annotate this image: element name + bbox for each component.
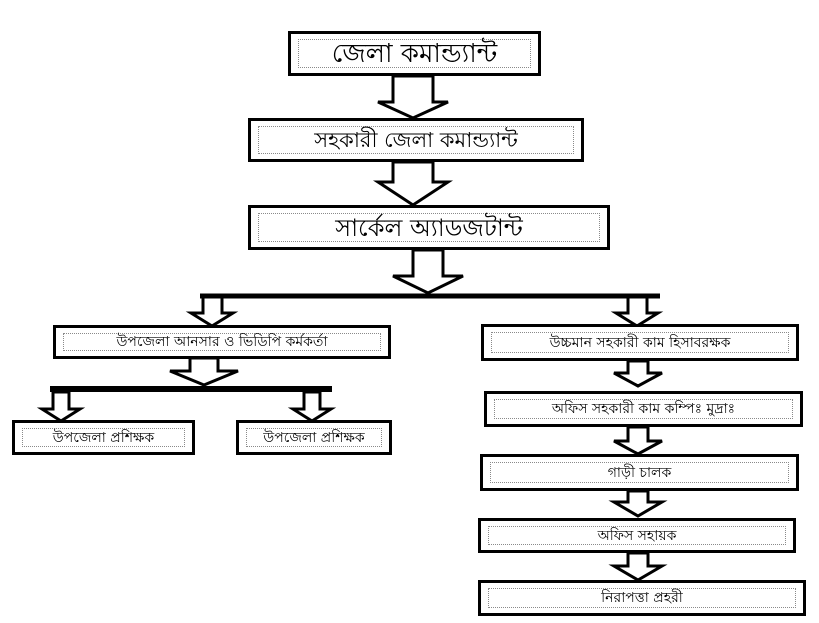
node-label: উচ্চমান সহকারী কাম হিসাবরক্ষক [549,334,731,351]
node-label: অফিস সহায়ক [597,527,677,544]
node-label: অফিস সহকারী কাম কম্পিঃ মুদ্রাঃ [551,401,736,417]
node-label: সহকারী জেলা কমান্ড্যান্ট [314,127,518,152]
down-arrow-icon [392,248,464,295]
node-assistant-district-commandant: সহকারী জেলা কমান্ড্যান্ট [248,118,584,162]
node-upazila-trainer-right: উপজেলা প্রশিক্ষক [236,420,392,455]
node-label: উপজেলা প্রশিক্ষক [263,429,365,446]
down-arrow-icon [608,489,668,518]
node-label: গাড়ী চালক [607,464,672,481]
node-label: উপজেলা প্রশিক্ষক [52,429,155,446]
node-upazila-officer: উপজেলা আনসার ও ভিডিপি কর্মকর্তা [53,325,391,359]
down-arrow-icon [613,425,663,456]
down-arrow-icon [169,356,239,387]
node-upazila-trainer-left: উপজেলা প্রশিক্ষক [12,420,195,455]
node-label: সার্কেল অ্যাডজটান্ট [335,213,523,242]
node-accountant: উচ্চমান সহকারী কাম হিসাবরক্ষক [481,324,799,361]
down-arrow-icon [377,74,449,120]
down-arrow-icon [608,551,668,582]
node-driver: গাড়ী চালক [480,454,799,491]
down-arrow-icon [610,295,664,328]
down-arrow-icon [185,295,239,328]
node-office-helper: অফিস সহায়ক [478,518,796,553]
node-security-guard: নিরাপত্তা প্রহরী [478,580,806,616]
down-arrow-icon [372,160,454,207]
down-arrow-icon [36,390,86,423]
down-arrow-icon [287,390,337,423]
node-label: নিরাপত্তা প্রহরী [601,590,683,606]
node-label: উপজেলা আনসার ও ভিডিপি কর্মকর্তা [116,334,328,350]
node-label: জেলা কমান্ড্যান্ট [331,38,498,69]
node-circle-adjutant: সার্কেল অ্যাডজটান্ট [248,205,610,250]
down-arrow-icon [613,359,663,388]
node-district-commandant: জেলা কমান্ড্যান্ট [288,31,541,76]
node-office-assistant-typist: অফিস সহকারী কাম কম্পিঃ মুদ্রাঃ [484,391,803,427]
